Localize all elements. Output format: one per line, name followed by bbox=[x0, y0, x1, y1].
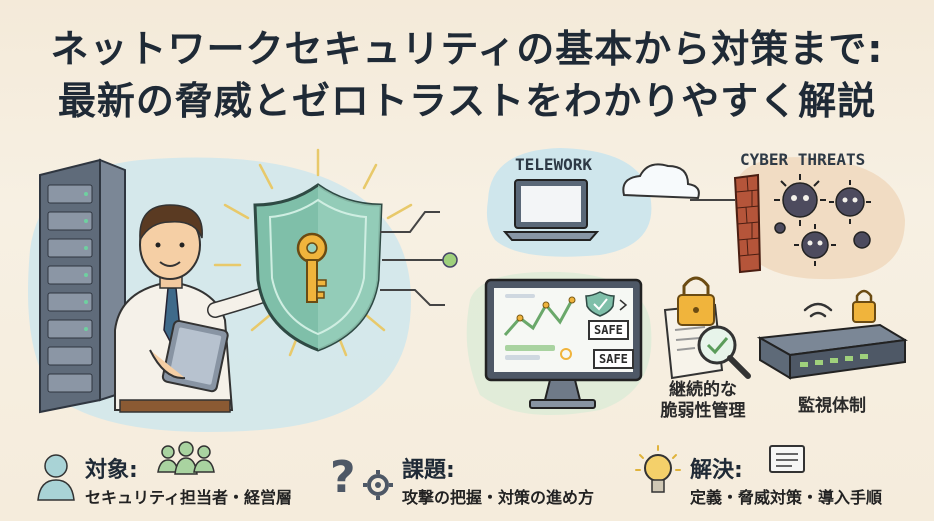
key-icon bbox=[296, 232, 328, 303]
question-gear-icon: ? bbox=[330, 452, 393, 503]
monitoring-label: 監視体制 bbox=[798, 396, 866, 416]
cyber-threats-label: CYBER THREATS bbox=[740, 150, 866, 169]
vulnerability-check-icon bbox=[663, 276, 751, 380]
issues-text: 攻撃の把握・対策の進め方 bbox=[402, 488, 595, 507]
virus-spikes bbox=[774, 174, 871, 266]
solution-text: 定義・脅威対策・導入手順 bbox=[690, 488, 883, 507]
safe-badge: SAFE bbox=[588, 320, 629, 340]
target-text: セキュリティ担当者・経営層 bbox=[85, 488, 293, 507]
cloud-icon bbox=[622, 163, 700, 200]
lightbulb-icon bbox=[635, 445, 681, 493]
server-rack-icon bbox=[39, 158, 126, 414]
vulnerability-management-label: 継続的な 脆弱性管理 bbox=[660, 380, 746, 422]
lock-icon bbox=[852, 289, 876, 323]
shield-rays bbox=[213, 148, 413, 357]
laptop-icon bbox=[502, 179, 600, 241]
people-icon bbox=[157, 441, 215, 475]
virus-icon bbox=[774, 182, 871, 259]
network-switch-icon bbox=[756, 323, 908, 380]
wifi-icon bbox=[803, 302, 833, 318]
target-heading: 対象: bbox=[85, 458, 138, 483]
checklist-icon bbox=[769, 445, 805, 473]
page-title-line2: 最新の脅威とゼロトラストをわかりやすく解説 bbox=[57, 79, 877, 123]
firewall-icon bbox=[733, 173, 762, 274]
solution-heading: 解決: bbox=[690, 458, 743, 483]
safe-badge: SAFE bbox=[593, 349, 634, 369]
connector-node bbox=[442, 252, 458, 268]
virus-eyes bbox=[791, 195, 858, 246]
issues-heading: 課題: bbox=[402, 458, 455, 483]
svg-text:?: ? bbox=[330, 452, 356, 503]
page-title-line1: ネットワークセキュリティの基本から対策まで: bbox=[50, 27, 884, 71]
person-icon bbox=[37, 454, 75, 501]
telework-label: TELEWORK bbox=[515, 155, 593, 174]
